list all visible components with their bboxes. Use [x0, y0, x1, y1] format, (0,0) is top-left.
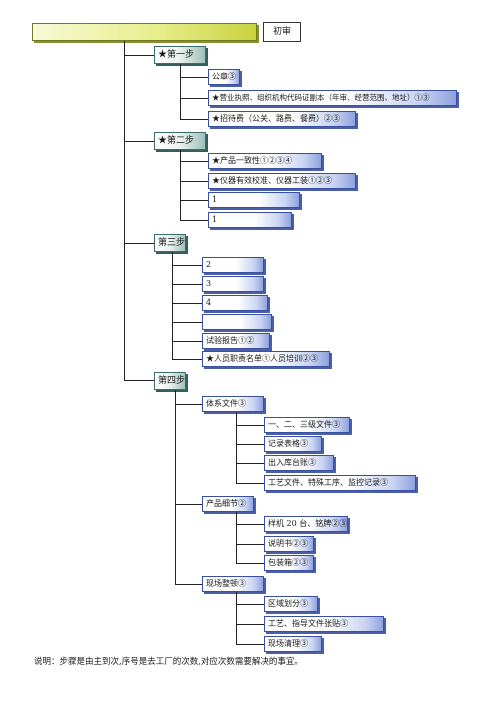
connector-line	[180, 200, 208, 201]
branch-line	[124, 141, 154, 142]
step-3-title: 第三步	[154, 234, 186, 252]
connector-line	[180, 119, 208, 120]
step-3-item: 试验报告①②	[202, 333, 270, 349]
step-3-item: 3	[202, 276, 264, 292]
connector-line	[180, 220, 208, 221]
group-item: 一、二、三级文件③	[264, 417, 350, 433]
step-3-item: 2	[202, 257, 264, 273]
group-item: 样机 20 台、铭牌②③	[264, 516, 348, 532]
step-3-item: 4	[202, 295, 268, 311]
step-3-item	[202, 314, 272, 330]
connector-line	[180, 150, 181, 220]
connector-line	[236, 512, 237, 563]
branch-line	[124, 243, 154, 244]
connector-line	[172, 322, 202, 323]
connector-line	[236, 483, 264, 484]
branch-line	[124, 380, 154, 381]
connector-line	[172, 303, 202, 304]
connector-line	[172, 341, 202, 342]
step-3-item: ★人员职责名单①人员培训②③	[202, 351, 330, 367]
connector-line	[180, 77, 208, 78]
group-item: 出入库台账③	[264, 455, 334, 471]
connector-line	[236, 463, 264, 464]
step-2-item: ★仪器有效校准、仪器工装①②③	[208, 173, 356, 189]
connector-line	[236, 412, 237, 483]
connector-line	[175, 584, 202, 585]
connector-line	[236, 604, 264, 605]
group-site-rectify: 现场整顿③	[202, 576, 264, 592]
connector-line	[172, 359, 202, 360]
branch-line	[124, 55, 154, 56]
step-1-item: 公章③	[208, 69, 240, 85]
connector-line	[175, 390, 176, 585]
step-4-title: 第四步	[154, 372, 186, 390]
step-2-item: 1	[208, 192, 300, 208]
step-1-item: ★招待费（公关、路费、餐费）②③	[208, 111, 356, 127]
group-product-details: 产品细节②	[202, 496, 254, 512]
group-item: 工艺、指导文件张贴③	[264, 616, 384, 632]
connector-line	[172, 284, 202, 285]
group-item: 记录表格③	[264, 436, 322, 452]
connector-line	[236, 425, 264, 426]
group-system-docs: 体系文件③	[202, 396, 264, 412]
connector-line	[236, 624, 264, 625]
connector-line	[236, 544, 264, 545]
connector-line	[236, 524, 264, 525]
connector-line	[172, 265, 202, 266]
group-item: 现场清理③	[264, 636, 322, 652]
stage-label: 初审	[263, 22, 301, 42]
group-item: 说明书②③	[264, 536, 314, 552]
connector-line	[172, 252, 173, 359]
connector-line	[180, 98, 208, 99]
connector-line	[236, 444, 264, 445]
footnote: 说明：步骤是由主到次,序号是去工厂的次数,对应次数需要解决的事宜。	[34, 657, 303, 667]
connector-line	[236, 644, 264, 645]
connector-line	[180, 181, 208, 182]
root-box	[32, 23, 257, 41]
step-2-item: 1	[208, 212, 292, 228]
connector-line	[180, 64, 181, 119]
connector-line	[175, 504, 202, 505]
group-item: 区域划分③	[264, 596, 318, 612]
step-1-title: ★第一步	[154, 46, 206, 64]
group-item: 包装箱②③	[264, 555, 314, 571]
connector-line	[236, 563, 264, 564]
connector-line	[236, 592, 237, 644]
step-2-item: ★产品一致性①②③④	[208, 153, 322, 169]
group-item: 工艺文件、特殊工序、监控记录③	[264, 475, 416, 491]
step-1-item: ★营业执照、组织机构代码证副本（年审、经营范围、地址）①③	[208, 90, 457, 106]
connector-line	[175, 404, 202, 405]
trunk-line	[124, 41, 125, 380]
step-2-title: ★第二步	[154, 132, 206, 150]
connector-line	[180, 161, 208, 162]
